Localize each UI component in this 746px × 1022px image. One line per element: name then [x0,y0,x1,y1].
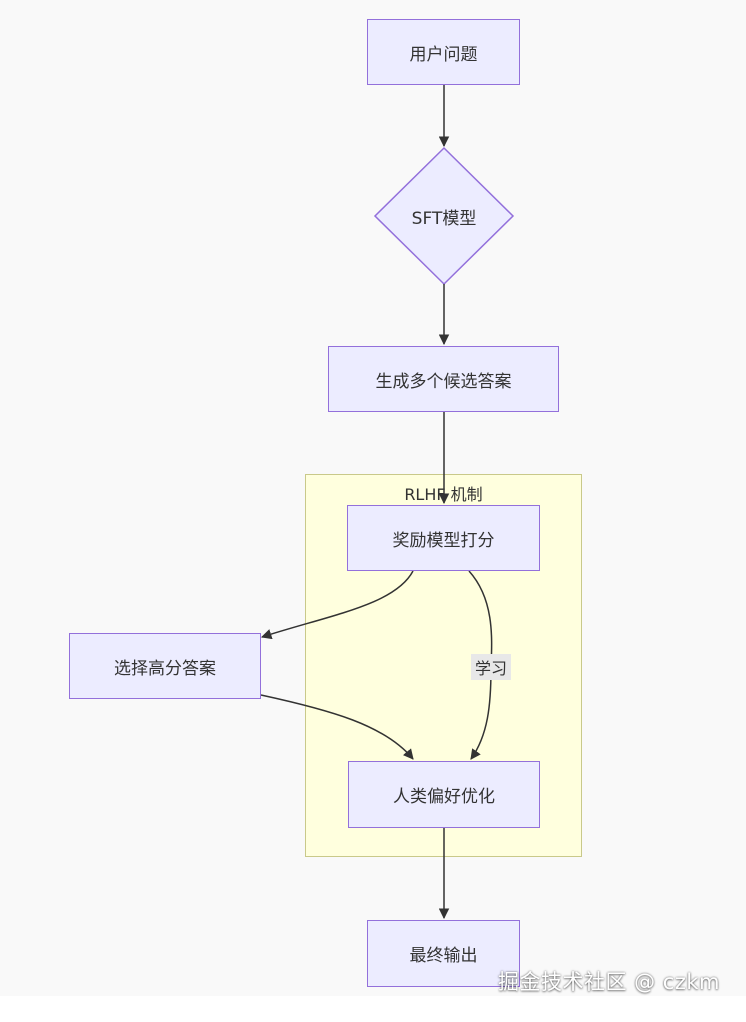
node-label: 生成多个候选答案 [375,371,512,392]
node-label: 用户问题 [409,44,478,65]
node-human-preference-optimize: 人类偏好优化 [348,761,540,828]
edge-reward-to-select [261,570,414,640]
edge-label-learn: 学习 [471,654,511,680]
node-select-high-score: 选择高分答案 [69,633,261,699]
node-label: 最终输出 [409,946,478,966]
node-reward-model-score: 奖励模型打分 [347,505,540,571]
node-label: 选择高分答案 [114,658,216,679]
node-sft-model-label: SFT模型 [411,208,477,229]
node-final-output: 最终输出 [367,920,520,987]
node-generate-candidates: 生成多个候选答案 [328,346,559,412]
node-user-question: 用户问题 [367,19,520,85]
edge-select-to-preference [260,694,414,760]
bottom-strip [0,996,746,1022]
watermark: 掘金技术社区 @ czkm [497,970,720,994]
node-label: 人类偏好优化 [393,787,495,807]
node-label: 奖励模型打分 [392,530,495,551]
